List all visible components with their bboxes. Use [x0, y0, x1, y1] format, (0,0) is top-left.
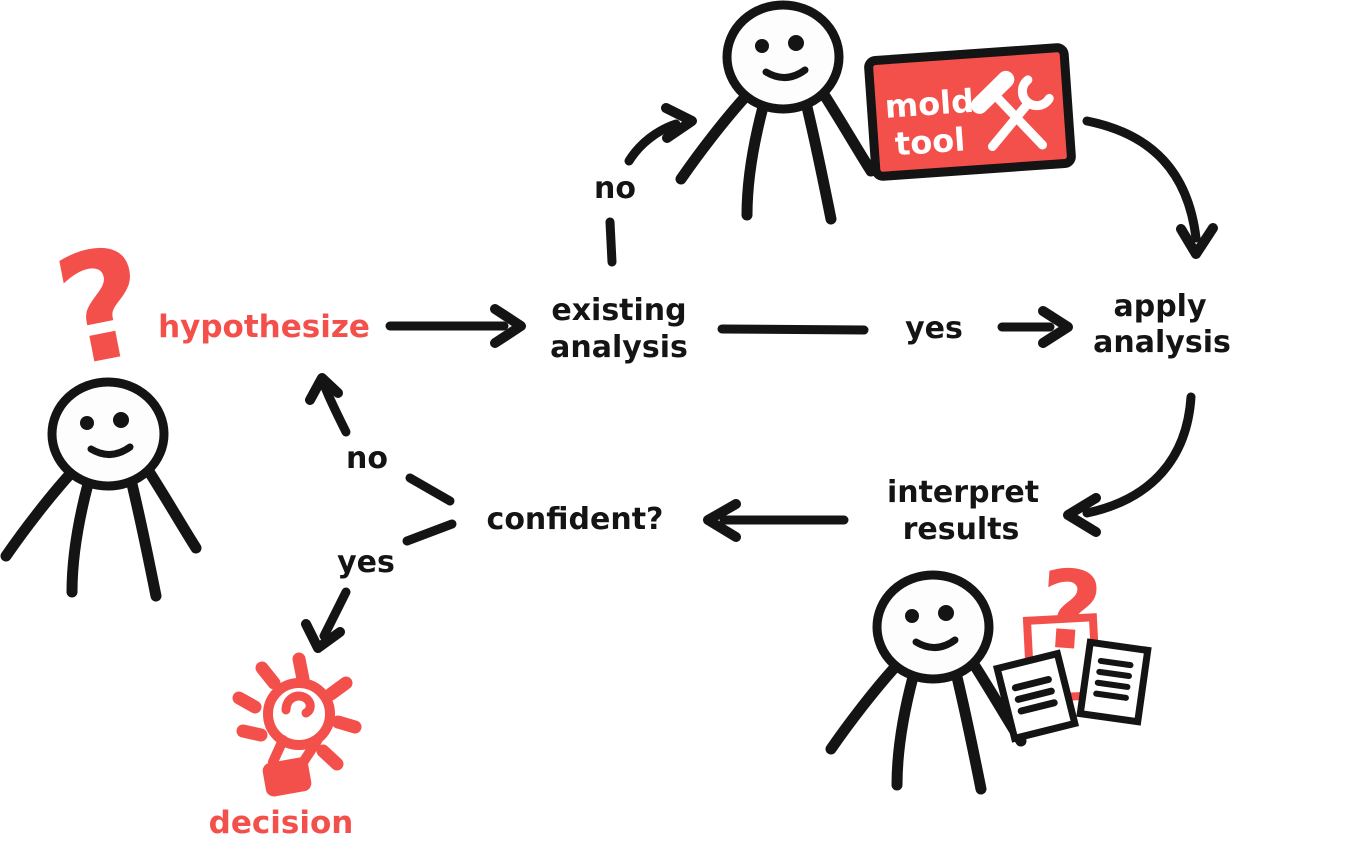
arrowhead-up-icon — [305, 373, 343, 405]
node-decision: decision — [209, 805, 354, 841]
wrench-handle-core — [987, 99, 1033, 152]
arrow-no-to-moldtool — [624, 119, 681, 166]
label-confident-no: no — [346, 441, 388, 476]
bulb-ray — [255, 661, 281, 690]
mold-tool-sign: mold tool — [864, 43, 1076, 181]
bulb-ray — [324, 676, 353, 701]
stick-figure-left-icon — [6, 382, 196, 596]
arrow-no-to-hypothesize — [320, 382, 351, 437]
stick-figure-bottom-icon — [831, 575, 1021, 789]
node-interpret-results-line1: interpret — [887, 475, 1039, 510]
connectors — [301, 103, 1218, 653]
label-existing-no: no — [594, 171, 636, 206]
node-existing-analysis-line1: existing — [551, 293, 686, 328]
sign-board — [864, 43, 1076, 181]
bulb-ray — [331, 715, 362, 734]
bulb-ray — [236, 724, 268, 742]
wrench-head-core — [1294, 247, 1338, 291]
arrow-yes-to-decision — [319, 587, 351, 641]
wrench-head-core — [1017, 75, 1054, 111]
arrowhead-right2-icon — [1038, 306, 1073, 348]
node-confident: confident? — [487, 502, 664, 537]
documents-icon — [992, 613, 1152, 743]
question-mark-left-icon: ? — [43, 214, 162, 401]
document-text-lines — [1093, 657, 1134, 701]
node-hypothesize: hypothesize — [158, 309, 370, 345]
arrowhead-down-icon — [1176, 223, 1218, 259]
document-text-lines — [1011, 676, 1058, 715]
bulb-ray — [316, 744, 344, 771]
sign-text-line1: mold — [884, 82, 976, 126]
connector-existing-to-no — [605, 217, 617, 267]
label-confident-yes: yes — [337, 545, 395, 580]
node-interpret-results-line2: results — [903, 512, 1020, 547]
branch-line-yes — [402, 519, 457, 546]
tools-icon-red-core — [1231, 241, 1338, 345]
arrow-moldtool-to-apply — [1082, 116, 1201, 243]
arrowhead-right-icon — [490, 304, 526, 348]
node-apply-analysis-line1: apply — [1113, 289, 1206, 324]
stick-figure-top-icon — [681, 5, 871, 219]
arrowhead-left-icon — [1063, 493, 1101, 537]
line-existing-to-yes — [717, 324, 869, 335]
bulb-neck-left — [268, 735, 288, 767]
sign-text-line2: tool — [894, 120, 967, 163]
wrench-handle-core — [1248, 279, 1309, 342]
arrow-apply-to-interpret — [1082, 392, 1196, 518]
node-apply-analysis-line2: analysis — [1093, 325, 1231, 360]
arrowhead-upright-icon — [661, 103, 697, 143]
bulb-ray — [292, 652, 310, 686]
bulb-filament — [281, 691, 315, 718]
branch-line-no — [405, 473, 455, 506]
question-mark-docs-icon: ? — [1035, 547, 1106, 676]
lightbulb-icon — [232, 652, 362, 797]
node-existing-analysis-line2: analysis — [550, 330, 688, 365]
tools-icon-white-core — [971, 70, 1054, 152]
bulb-glass — [263, 678, 335, 750]
arrowhead-downleft-icon — [301, 619, 345, 653]
label-existing-yes: yes — [905, 311, 963, 346]
bulb-base — [262, 757, 312, 797]
bulb-ray — [232, 691, 262, 714]
arrowhead-left2-icon — [703, 499, 741, 542]
